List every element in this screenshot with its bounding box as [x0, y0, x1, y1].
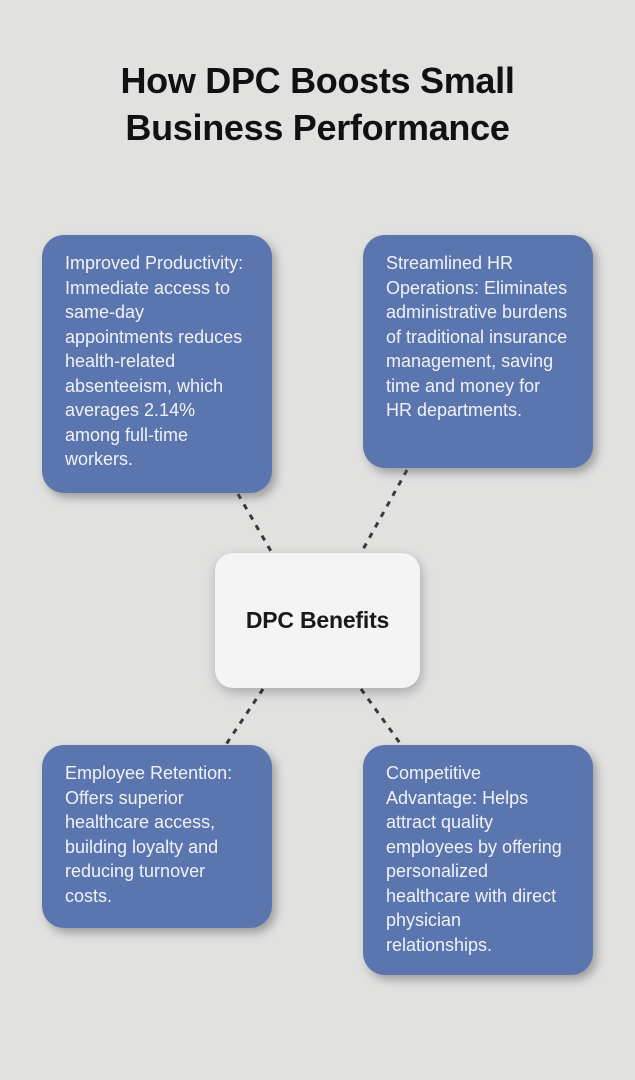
benefit-card-text: Improved Productivity: Immediate access … [65, 253, 244, 469]
center-node-dpc-benefits: DPC Benefits [215, 553, 420, 688]
page-title: How DPC Boosts Small Business Performanc… [120, 60, 515, 148]
benefit-card-text: Competitive Advantage: Helps attract qua… [386, 763, 562, 955]
benefit-card-streamlined-hr-operations: Streamlined HR Operations: Eliminates ad… [363, 235, 593, 468]
connector-center-to-streamlined-hr-operations [359, 469, 409, 554]
connector-center-to-competitive-advantage [359, 688, 404, 747]
benefit-card-text: Streamlined HR Operations: Eliminates ad… [386, 253, 568, 420]
benefit-card-text: Employee Retention: Offers superior heal… [65, 763, 233, 906]
connector-center-to-improved-productivity [236, 493, 274, 554]
center-node-label: DPC Benefits [245, 607, 390, 633]
benefit-card-improved-productivity: Improved Productivity: Immediate access … [42, 235, 272, 493]
benefit-card-employee-retention: Employee Retention: Offers superior heal… [42, 745, 272, 928]
connector-center-to-employee-retention [223, 688, 265, 747]
benefit-card-competitive-advantage: Competitive Advantage: Helps attract qua… [363, 745, 593, 975]
